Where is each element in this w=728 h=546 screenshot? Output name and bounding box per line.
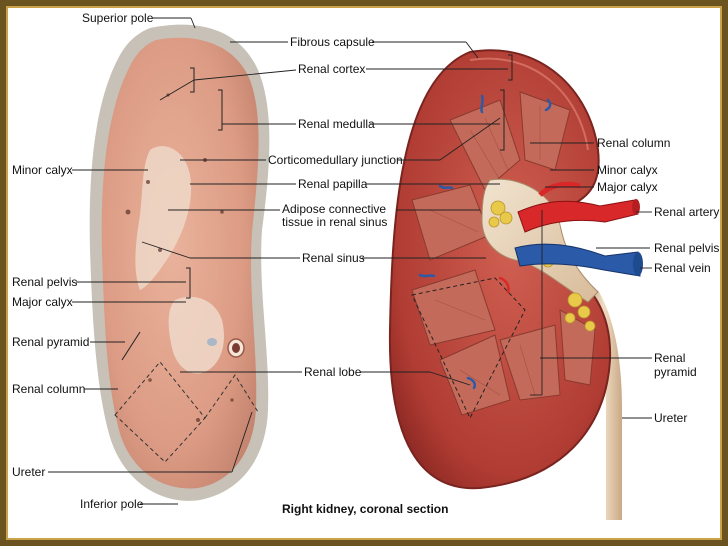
photo-tissue <box>101 37 259 489</box>
label-fibrous-capsule: Fibrous capsule <box>290 35 375 49</box>
label-renal-column-left: Renal column <box>12 382 86 396</box>
label-ureter-left: Ureter <box>12 465 46 479</box>
label-renal-sinus: Renal sinus <box>302 251 365 265</box>
label-renal-papilla: Renal papilla <box>298 177 368 191</box>
label-superior-pole: Superior pole <box>82 11 154 25</box>
label-minor-calyx-right: Minor calyx <box>597 163 658 177</box>
label-renal-pyramid-right-line1: Renal <box>654 351 686 365</box>
label-renal-medulla: Renal medulla <box>298 117 375 131</box>
label-adipose-line1: Adipose connective <box>282 202 387 216</box>
label-renal-column-right: Renal column <box>597 136 671 150</box>
label-renal-artery: Renal artery <box>654 205 720 219</box>
ureter-tube <box>586 290 622 520</box>
label-renal-vein: Renal vein <box>654 261 711 275</box>
label-ureter-right: Ureter <box>654 411 688 425</box>
label-major-calyx-left: Major calyx <box>12 295 73 309</box>
illustrated-kidney <box>388 49 643 520</box>
label-renal-pelvis-right: Renal pelvis <box>654 241 720 255</box>
renal-artery-vessel <box>517 199 639 233</box>
label-corticomedullary-junction: Corticomedullary junction <box>268 153 403 167</box>
label-adipose-line2: tissue in renal sinus <box>282 215 388 229</box>
renal-vein-vessel <box>514 243 641 277</box>
label-inferior-pole: Inferior pole <box>80 497 144 511</box>
label-renal-pyramid-left: Renal pyramid <box>12 335 90 349</box>
label-renal-cortex: Renal cortex <box>298 62 366 76</box>
label-renal-pelvis-left: Renal pelvis <box>12 275 78 289</box>
photo-kidney <box>89 24 270 501</box>
label-major-calyx-right: Major calyx <box>597 180 658 194</box>
label-minor-calyx-left: Minor calyx <box>12 163 73 177</box>
label-renal-pyramid-right-line2: pyramid <box>654 365 697 379</box>
figure-caption: Right kidney, coronal section <box>282 502 449 516</box>
label-renal-lobe: Renal lobe <box>304 365 362 379</box>
leader-lines <box>48 17 652 505</box>
